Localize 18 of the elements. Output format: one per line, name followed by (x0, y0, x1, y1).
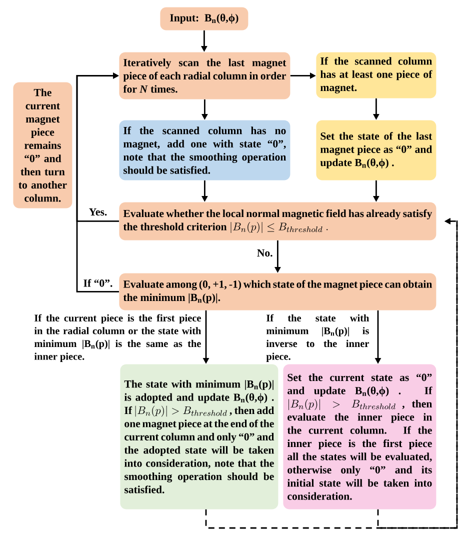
process-box: Evaluate whether the local normal magnetic field has already satisfy the threshold criterion $|B_{n}(p)| \le B_{threshold}\ .$ (119, 202, 436, 240)
process-box: Input: B$_{n}$(θ,ϕ) (160, 7, 248, 30)
process-box: The current magnet piece remains “0” and then turn to another column. (13, 82, 72, 208)
arrow (76, 72, 119, 292)
process-box: If the scanned column has no magnet, add one with state “0”, note that the smoothing operation should be satisfied. (119, 120, 290, 180)
process-box: The state with minimum |B$_{n}$(p)| is adopted and update B$_{n}$(θ,ϕ) . If $|B_{n}(p)| > B_{threshold}$ , then add one magnet piece at the end of the current column and only “0” and the adopted state will be taken into consideration, note that the smoothing operation should be satisfied. (120, 364, 278, 510)
edge-label: No. (256, 248, 274, 258)
dashed-arrow (205, 218, 458, 529)
edge-label: If “0”. (82, 278, 114, 288)
edge-label: Yes. (88, 207, 108, 217)
edge-label: If the state with minimum |B$_{n}$(p)| is inverse to the inner piece. (265, 313, 370, 363)
process-box: If the scanned column has at least one piece of magnet. (316, 52, 436, 98)
dashed-arrow (377, 218, 458, 529)
edge-label: If the current piece is the first piece in the radial column or the state with minimum |B$_{n}$(p)| is the same as the inner piece. (33, 313, 202, 363)
process-box: Set the current state as “0” and update B$_{n}$(θ,ϕ) . If $|B_{n}(p)| > B_{threshold}$ , then evaluate the inner piece in the current column. If the inner piece is the first piece all the states will be evaluated, otherwise only “0” and its initial state will be taken into consideration. (283, 364, 436, 510)
process-box: Iteratively scan the last magnet piece of each radial column in order for N times. (119, 52, 290, 100)
process-box: Evaluate among (0, +1, -1) which state of the magnet piece can obtain the minimum |B$_{n}$(p)|. (119, 273, 436, 310)
process-box: Set the state of the last magnet piece as “0” and update B$_{n}$(θ,ϕ) . (316, 120, 436, 180)
